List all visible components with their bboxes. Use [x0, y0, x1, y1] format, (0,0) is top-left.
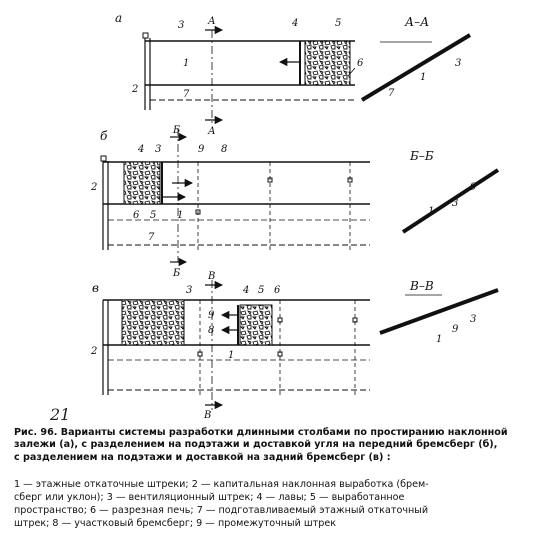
svg-text:б: б	[100, 129, 108, 143]
svg-text:4: 4	[137, 144, 144, 155]
handwritten-note: 21	[49, 405, 70, 424]
svg-text:В: В	[207, 271, 215, 282]
svg-text:2: 2	[90, 182, 97, 193]
svg-text:4: 4	[291, 18, 298, 29]
svg-text:1: 1	[228, 350, 234, 361]
section-label-a: а	[115, 11, 122, 25]
svg-text:6: 6	[357, 58, 364, 69]
goaf-area-v2	[239, 304, 273, 346]
svg-text:3: 3	[452, 198, 458, 209]
svg-text:В: В	[203, 410, 211, 421]
section-view-aa: А–А 3 1 7	[360, 15, 472, 102]
svg-text:6: 6	[274, 285, 281, 296]
svg-text:1: 1	[436, 334, 442, 345]
svg-text:1: 1	[183, 58, 189, 69]
svg-text:9: 9	[452, 324, 459, 335]
svg-text:Б: Б	[172, 125, 181, 136]
svg-text:7: 7	[148, 232, 155, 243]
figure-legend: 1 — этажные откаточные штреки; 2 — капит…	[14, 479, 429, 529]
svg-text:3: 3	[155, 144, 161, 155]
svg-text:5: 5	[258, 285, 264, 296]
svg-text:Б–Б: Б–Б	[409, 149, 434, 163]
figure-caption: Рис. 96. Варианты системы разработки дли…	[14, 427, 508, 463]
subfigure-b: б Б Б 4 3 9 8 2 6 5 1 7	[90, 125, 370, 279]
svg-text:9: 9	[198, 144, 205, 155]
svg-text:5: 5	[150, 210, 156, 221]
svg-text:1: 1	[420, 72, 426, 83]
section-view-vv: В–В 1 9 3	[379, 279, 499, 345]
subfigure-v: в В В 3 4 5 6 9 8 2 1	[90, 271, 370, 421]
svg-text:2: 2	[90, 346, 97, 357]
svg-text:9: 9	[470, 182, 477, 193]
goaf-area-v1	[121, 299, 185, 346]
svg-text:7: 7	[183, 89, 190, 100]
svg-text:В–В: В–В	[409, 279, 434, 293]
svg-text:8: 8	[208, 325, 214, 336]
svg-text:в: в	[92, 281, 99, 295]
mining-system-diagram: а А А 3 1 7 2 4 5 6 А–А 3 1 7	[49, 11, 500, 424]
goaf-area	[304, 40, 351, 86]
svg-text:1: 1	[177, 210, 183, 221]
svg-text:3: 3	[178, 20, 184, 31]
subfigure-a: а А А 3 1 7 2 4 5 6	[115, 11, 364, 137]
svg-text:3: 3	[186, 285, 192, 296]
svg-text:6: 6	[133, 210, 140, 221]
svg-text:9: 9	[208, 310, 215, 321]
seam-profile	[360, 33, 472, 102]
shaft-marker	[142, 32, 149, 39]
svg-text:8: 8	[221, 144, 227, 155]
svg-text:2: 2	[131, 84, 138, 95]
svg-text:А: А	[207, 16, 216, 27]
svg-text:1: 1	[428, 206, 434, 217]
svg-text:7: 7	[388, 88, 395, 99]
section-view-bb: Б–Б 1 3 9	[401, 149, 500, 234]
svg-text:А: А	[207, 126, 216, 137]
svg-text:4: 4	[242, 285, 249, 296]
svg-text:3: 3	[455, 58, 461, 69]
svg-text:А–А: А–А	[404, 15, 429, 29]
svg-text:3: 3	[470, 314, 476, 325]
goaf-area-b	[123, 161, 161, 205]
svg-text:Б: Б	[172, 268, 181, 279]
svg-text:5: 5	[335, 18, 341, 29]
